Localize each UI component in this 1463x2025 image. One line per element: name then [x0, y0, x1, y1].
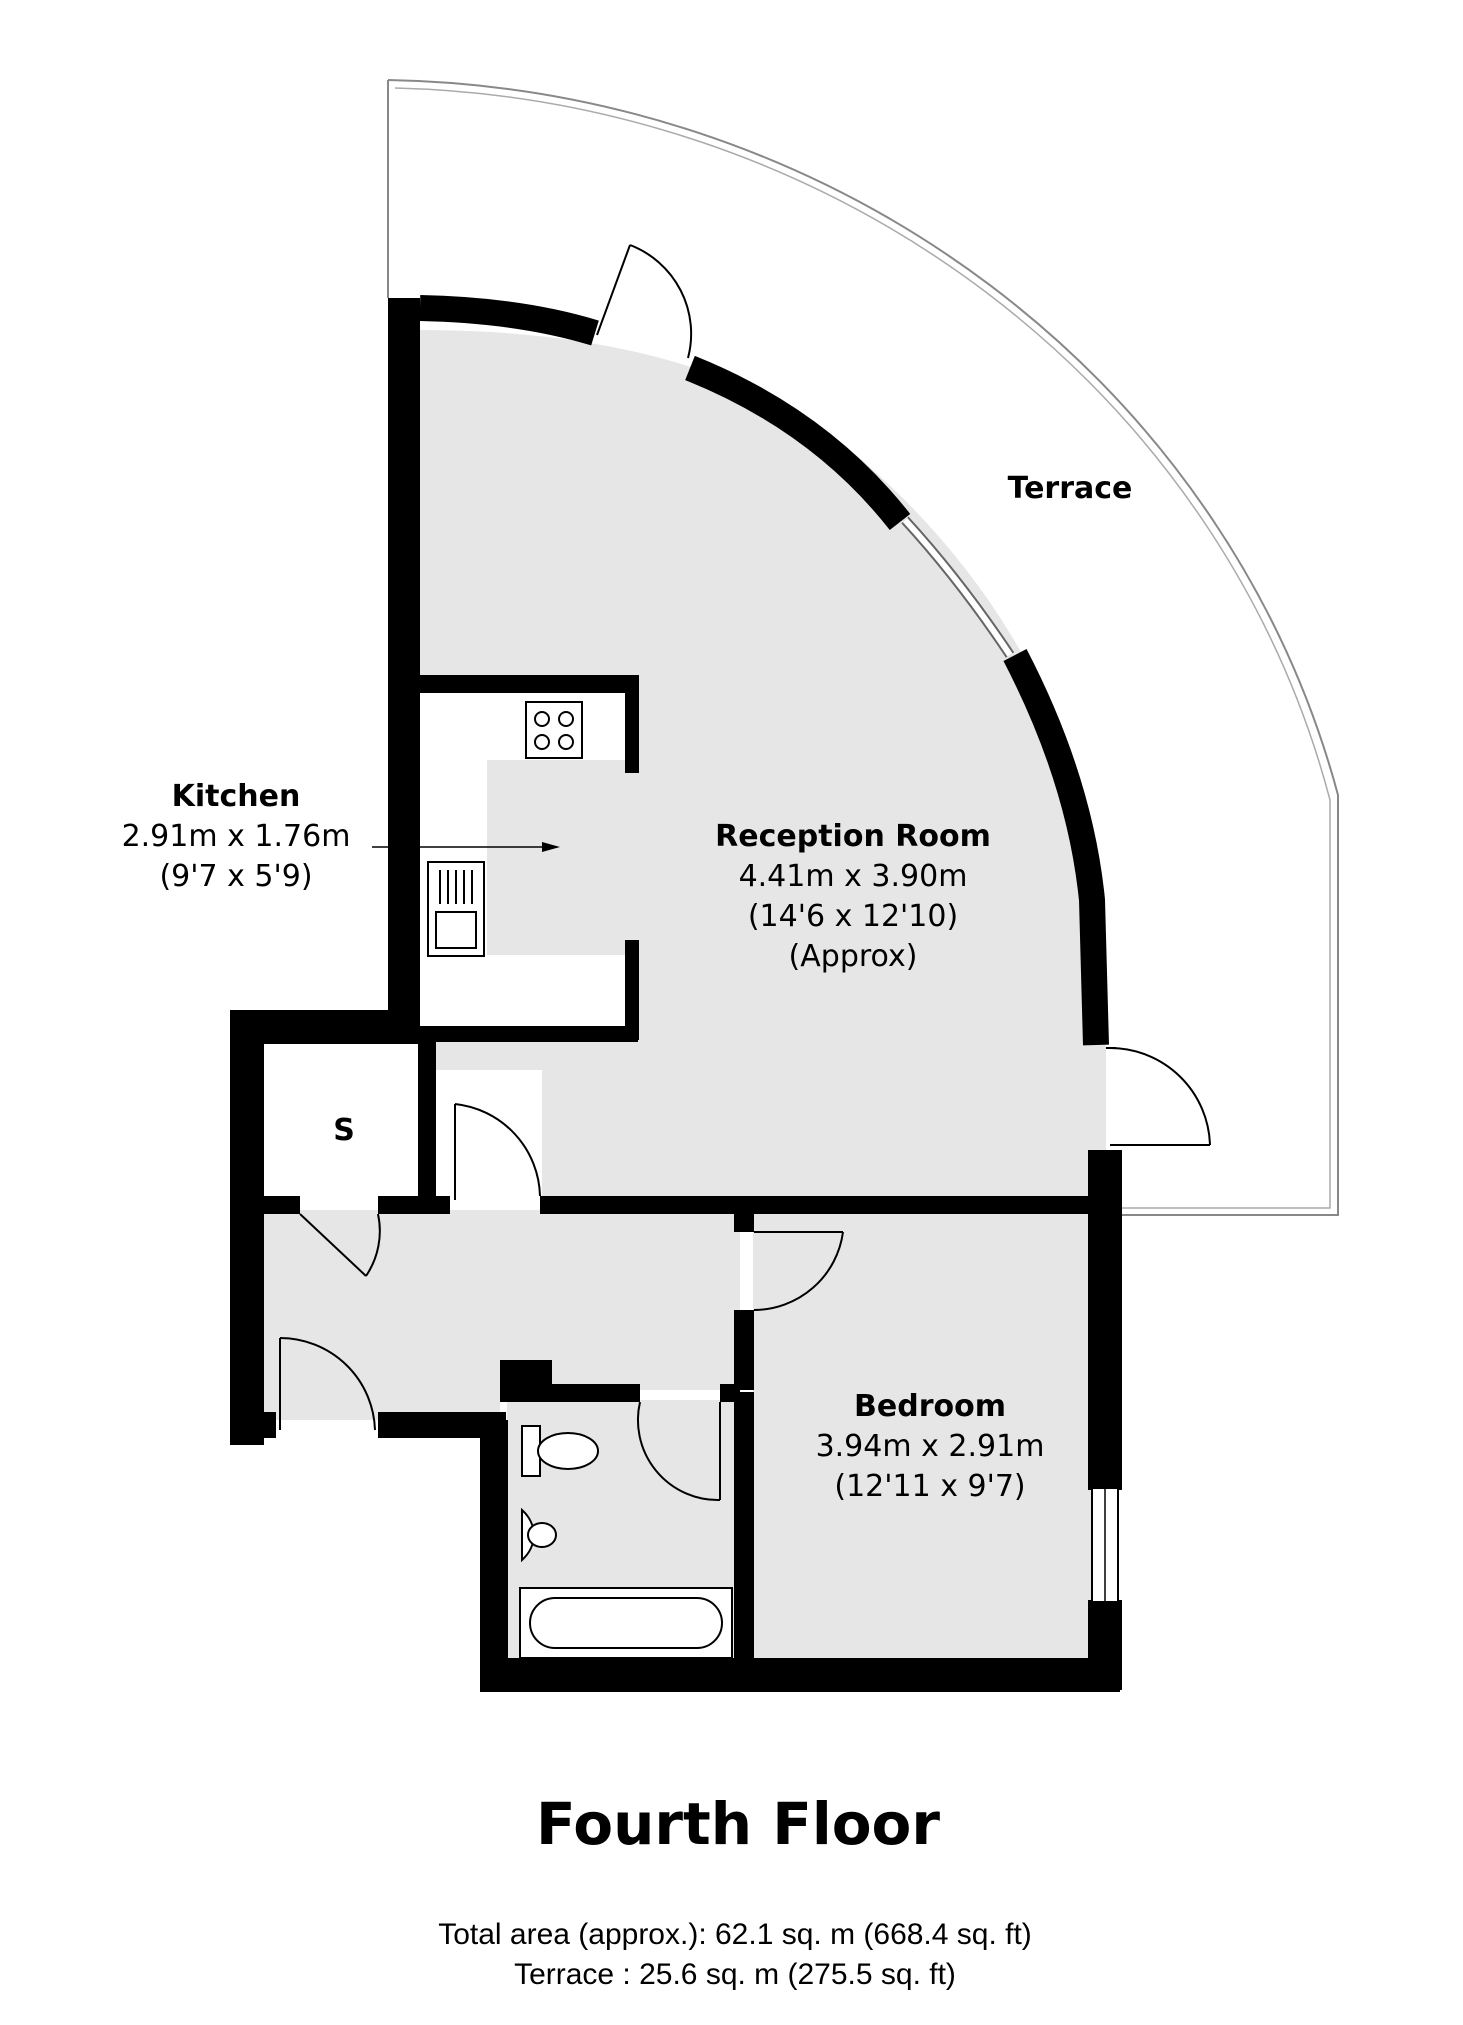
kitchen-label: Kitchen [172, 779, 301, 814]
toilet-icon [521, 1425, 599, 1477]
kitchen-counter-area [487, 760, 626, 955]
terrace-inner-line [394, 87, 1331, 1209]
kitchen-dimensions-metric: 2.91m x 1.76m [122, 819, 351, 854]
basin-icon [521, 1507, 557, 1563]
reception-dimensions-imperial: (14'6 x 12'10) [748, 899, 958, 934]
reception-label: Reception Room [715, 819, 991, 854]
walls [230, 298, 1122, 1692]
bedroom-dimensions-imperial: (12'11 x 9'7) [834, 1469, 1025, 1504]
reception-dimensions-metric: 4.41m x 3.90m [739, 859, 968, 894]
bedroom-dimensions-metric: 3.94m x 2.91m [816, 1429, 1045, 1464]
storage-floor [263, 1044, 419, 1198]
terrace-label: Terrace [1008, 471, 1133, 506]
terrace-outline [387, 79, 1339, 1216]
curved-wall [419, 295, 1109, 1046]
terrace-door-top [596, 244, 693, 359]
bedroom-label: Bedroom [854, 1389, 1006, 1424]
floor-title: Fourth Floor [536, 1790, 940, 1858]
kitchen-dimensions-imperial: (9'7 x 5'9) [159, 859, 312, 894]
sink-icon [427, 861, 485, 957]
hallway-floor [263, 1210, 740, 1420]
terrace-area-text: Terrace : 25.6 sq. m (275.5 sq. ft) [514, 1958, 956, 1991]
terrace-door-right [1106, 1047, 1211, 1146]
total-area-text: Total area (approx.): 62.1 sq. m (668.4 … [438, 1918, 1032, 1951]
reception-approx-note: (Approx) [789, 939, 918, 974]
kitchen-pointer-arrow [372, 842, 560, 852]
interior-doors [279, 1103, 844, 1502]
hob-icon [525, 701, 583, 759]
bedroom-window [1091, 1487, 1119, 1603]
bedroom-floor [753, 1210, 1091, 1658]
storage-label: S [333, 1113, 355, 1148]
bathtub-icon [519, 1587, 733, 1659]
